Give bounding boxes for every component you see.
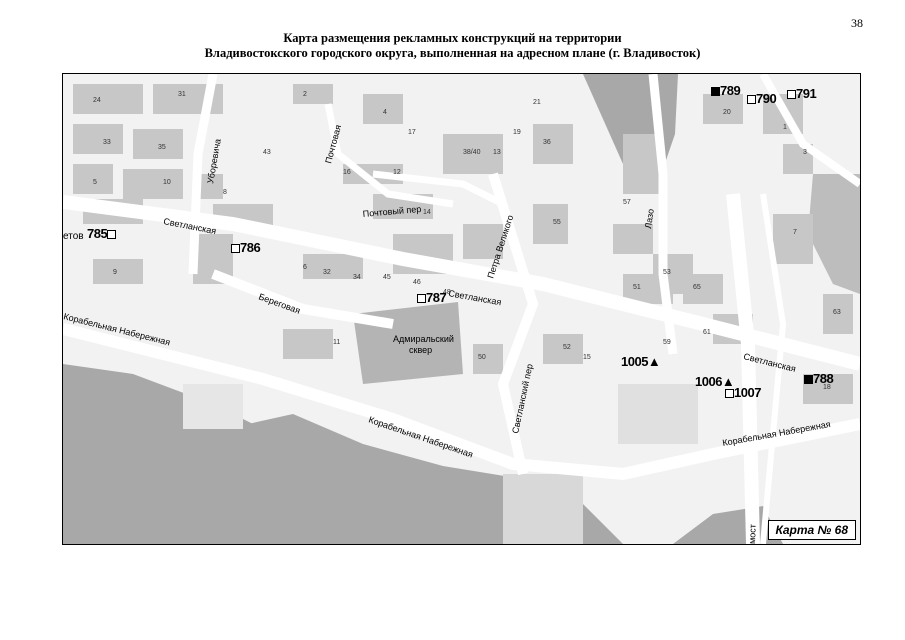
marker-icon: [107, 230, 117, 240]
house-number: 51: [633, 284, 641, 291]
house-number: 33: [103, 139, 111, 146]
ad-marker-1007[interactable]: 1007: [725, 385, 761, 400]
marker-icon: [231, 244, 240, 254]
house-number: 8: [223, 189, 227, 196]
house-number: 4: [383, 109, 387, 116]
house-number: 38/40: [463, 149, 481, 156]
house-number: 46: [413, 279, 421, 286]
ad-marker-785[interactable]: 785: [87, 226, 117, 241]
roads: [63, 74, 860, 544]
fragment-label: етов: [63, 231, 84, 242]
house-number: 11: [333, 339, 340, 346]
house-number: 18: [823, 384, 831, 391]
pier: [618, 384, 698, 444]
house-number: 21: [533, 99, 541, 106]
pier: [183, 384, 243, 429]
house-number: 24: [93, 97, 101, 104]
map-number-label: Карта № 68: [767, 520, 856, 540]
title-line-1: Карта размещения рекламных конструкций н…: [283, 31, 622, 45]
ad-marker-786[interactable]: 786: [231, 240, 261, 255]
house-number: 53: [663, 269, 671, 276]
pier: [503, 474, 583, 544]
house-number: 3: [803, 149, 807, 156]
house-number: 55: [553, 219, 561, 226]
house-number: 12: [393, 169, 401, 176]
house-number: 16: [343, 169, 351, 176]
house-number: 31: [178, 91, 186, 98]
house-number: 65: [693, 284, 701, 291]
marker-icon: [417, 294, 426, 304]
page-number: 38: [851, 16, 863, 30]
house-number: 17: [408, 129, 416, 136]
house-number: 15: [583, 354, 591, 361]
map-frame[interactable]: Светланская Светланская Светланская Бере…: [62, 73, 861, 545]
ad-marker-789[interactable]: 789: [711, 83, 741, 98]
house-number: 61: [703, 329, 711, 336]
house-number: 57: [623, 199, 631, 206]
marker-icon: [747, 95, 756, 105]
chevron-up-icon: ▲: [721, 374, 735, 389]
house-number: 1: [783, 124, 787, 131]
house-number: 59: [663, 339, 671, 346]
water-area: [63, 364, 278, 544]
ad-marker-791[interactable]: 791: [787, 86, 817, 101]
house-number: 45: [383, 274, 391, 281]
ad-marker-787[interactable]: 787: [417, 290, 447, 305]
water-area: [808, 174, 860, 294]
street-lazo: Лазо: [643, 208, 656, 229]
house-number: 35: [158, 144, 166, 151]
house-number: 36: [543, 139, 551, 146]
marker-icon: [787, 90, 796, 100]
house-number: 52: [563, 344, 571, 351]
ad-marker-1006[interactable]: 1006▲: [695, 374, 735, 389]
house-number: 10: [163, 179, 171, 186]
marker-icon: [725, 389, 734, 399]
house-number: 63: [833, 309, 841, 316]
page-title: Карта размещения рекламных конструкций н…: [0, 31, 905, 61]
house-number: 2: [303, 91, 307, 98]
park-label-1: Адмиральский: [393, 334, 454, 344]
house-number: 50: [478, 354, 486, 361]
house-number: 14: [423, 209, 431, 216]
house-number: 9: [113, 269, 117, 276]
house-number: 48: [443, 289, 451, 296]
map-canvas: Светланская Светланская Светланская Бере…: [63, 74, 860, 544]
chevron-up-icon: ▲: [647, 354, 661, 369]
house-number: 19: [513, 129, 521, 136]
house-number: 13: [493, 149, 501, 156]
park-label-2: сквер: [409, 345, 432, 355]
house-number: 20: [723, 109, 731, 116]
street-svetlansky-per: Светланский пер: [510, 363, 535, 434]
ad-marker-790[interactable]: 790: [747, 91, 777, 106]
house-number: 43: [263, 149, 271, 156]
house-number: 6: [303, 264, 307, 271]
house-number: 34: [353, 274, 361, 281]
ad-marker-788[interactable]: 788: [804, 371, 834, 386]
marker-icon: [804, 375, 813, 385]
house-number: 7: [793, 229, 797, 236]
ad-marker-1005[interactable]: 1005▲: [621, 354, 661, 369]
title-line-2: Владивостокского городского округа, выпо…: [204, 46, 701, 60]
house-number: 5: [93, 179, 97, 186]
marker-icon: [711, 87, 720, 97]
house-number: 32: [323, 269, 331, 276]
street-most: мост: [747, 524, 758, 544]
